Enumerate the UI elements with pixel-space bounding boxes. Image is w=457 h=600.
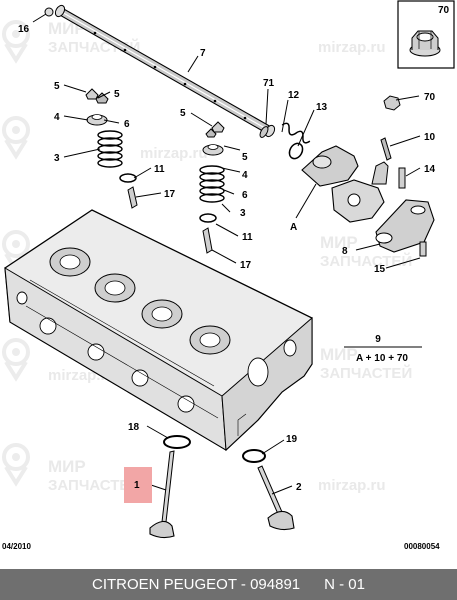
watermark-domain: mirzap.ru: [318, 39, 386, 56]
callout-3b: 3: [240, 208, 246, 219]
callout-5b: 5: [114, 89, 120, 100]
watermark-group: МИР ЗАПЧАСТЕЙ mirzap.ru mirzap.ru МИР ЗА…: [2, 19, 412, 494]
rocker-support: [375, 199, 435, 257]
formula-numerator: 9: [375, 334, 381, 345]
callout-10: 10: [424, 132, 436, 143]
valve-spring-group-middle: [199, 121, 225, 254]
callout-3a: 3: [54, 153, 60, 164]
watermark-logo-icon: [2, 443, 30, 487]
callout-19: 19: [286, 434, 298, 445]
rocker-shaft: [54, 4, 276, 138]
callout-2: 2: [296, 482, 302, 493]
watermark-logo-icon: [2, 20, 30, 64]
callout-A: A: [290, 222, 297, 233]
exhaust-valve: [257, 465, 295, 531]
cylinder-head: [4, 209, 313, 452]
watermark-sub: ЗАПЧАСТЕЙ: [48, 476, 140, 494]
callout-7: 7: [200, 48, 206, 59]
watermark-sub: ЗАПЧАСТЕЙ: [320, 252, 412, 270]
callout-8: 8: [342, 246, 348, 257]
callout-13: 13: [316, 102, 328, 113]
callout-5c: 5: [180, 108, 186, 119]
watermark-domain: mirzap.ru: [140, 145, 208, 162]
callout-18: 18: [128, 422, 140, 433]
shaft-plug: [44, 7, 54, 17]
inset-box: 70: [397, 0, 455, 69]
watermark-logo-icon: [2, 116, 30, 160]
leader-lines: [32, 13, 421, 495]
callout-6b: 6: [242, 190, 248, 201]
callout-6a: 6: [124, 119, 130, 130]
parts-diagram: МИР ЗАПЧАСТЕЙ mirzap.ru mirzap.ru МИР ЗА…: [2, 0, 455, 551]
watermark-sub: ЗАПЧАСТЕЙ: [320, 364, 412, 382]
callout-14: 14: [424, 164, 436, 175]
callout-11a: 11: [154, 164, 165, 175]
highlight-box: [124, 467, 152, 503]
adjuster-nut: [383, 95, 401, 111]
callout-4b: 4: [242, 170, 248, 181]
callout-16: 16: [18, 24, 30, 35]
shaft-spring: [259, 122, 311, 160]
pin: [398, 167, 406, 189]
footer-date: 04/2010: [2, 542, 31, 551]
valve-spring-group-left: [85, 88, 138, 209]
flange-nut-icon: [409, 30, 441, 57]
callout-17b: 17: [240, 260, 252, 271]
intake-valve: [149, 450, 175, 539]
callout-5d: 5: [242, 152, 248, 163]
rocker-arm: [301, 145, 389, 223]
assembly-formula: 9 A + 10 + 70: [344, 334, 422, 364]
callout-4a: 4: [54, 112, 60, 123]
callout-17a: 17: [164, 189, 176, 200]
watermark-domain: mirzap.ru: [318, 477, 386, 494]
footer-code: 00080054: [404, 542, 440, 551]
callout-labels: 16 7 71 12 13 70 5 5 4 6 3 11 17 5 5 4 6…: [18, 24, 436, 493]
watermark-logo-icon: [2, 338, 30, 382]
watermark-brand: МИР: [48, 457, 86, 476]
caption-bar: CITROEN PEUGEOT - 094891 N - 01: [0, 569, 457, 600]
watermark-brand: МИР: [320, 345, 358, 364]
callout-1: 1: [134, 480, 140, 491]
callout-71: 71: [263, 78, 275, 89]
formula-denominator: A + 10 + 70: [356, 353, 408, 364]
inset-label: 70: [438, 5, 450, 16]
caption-part-number: CITROEN PEUGEOT - 094891: [92, 576, 301, 593]
callout-12: 12: [288, 90, 300, 101]
callout-70: 70: [424, 92, 436, 103]
valve-seal: [163, 435, 266, 463]
callout-15: 15: [374, 264, 386, 275]
callout-5a: 5: [54, 81, 60, 92]
watermark-brand: МИР: [320, 233, 358, 252]
caption-diagram-ref: N - 01: [324, 576, 365, 593]
bolt: [380, 137, 392, 161]
callout-11b: 11: [242, 232, 253, 243]
